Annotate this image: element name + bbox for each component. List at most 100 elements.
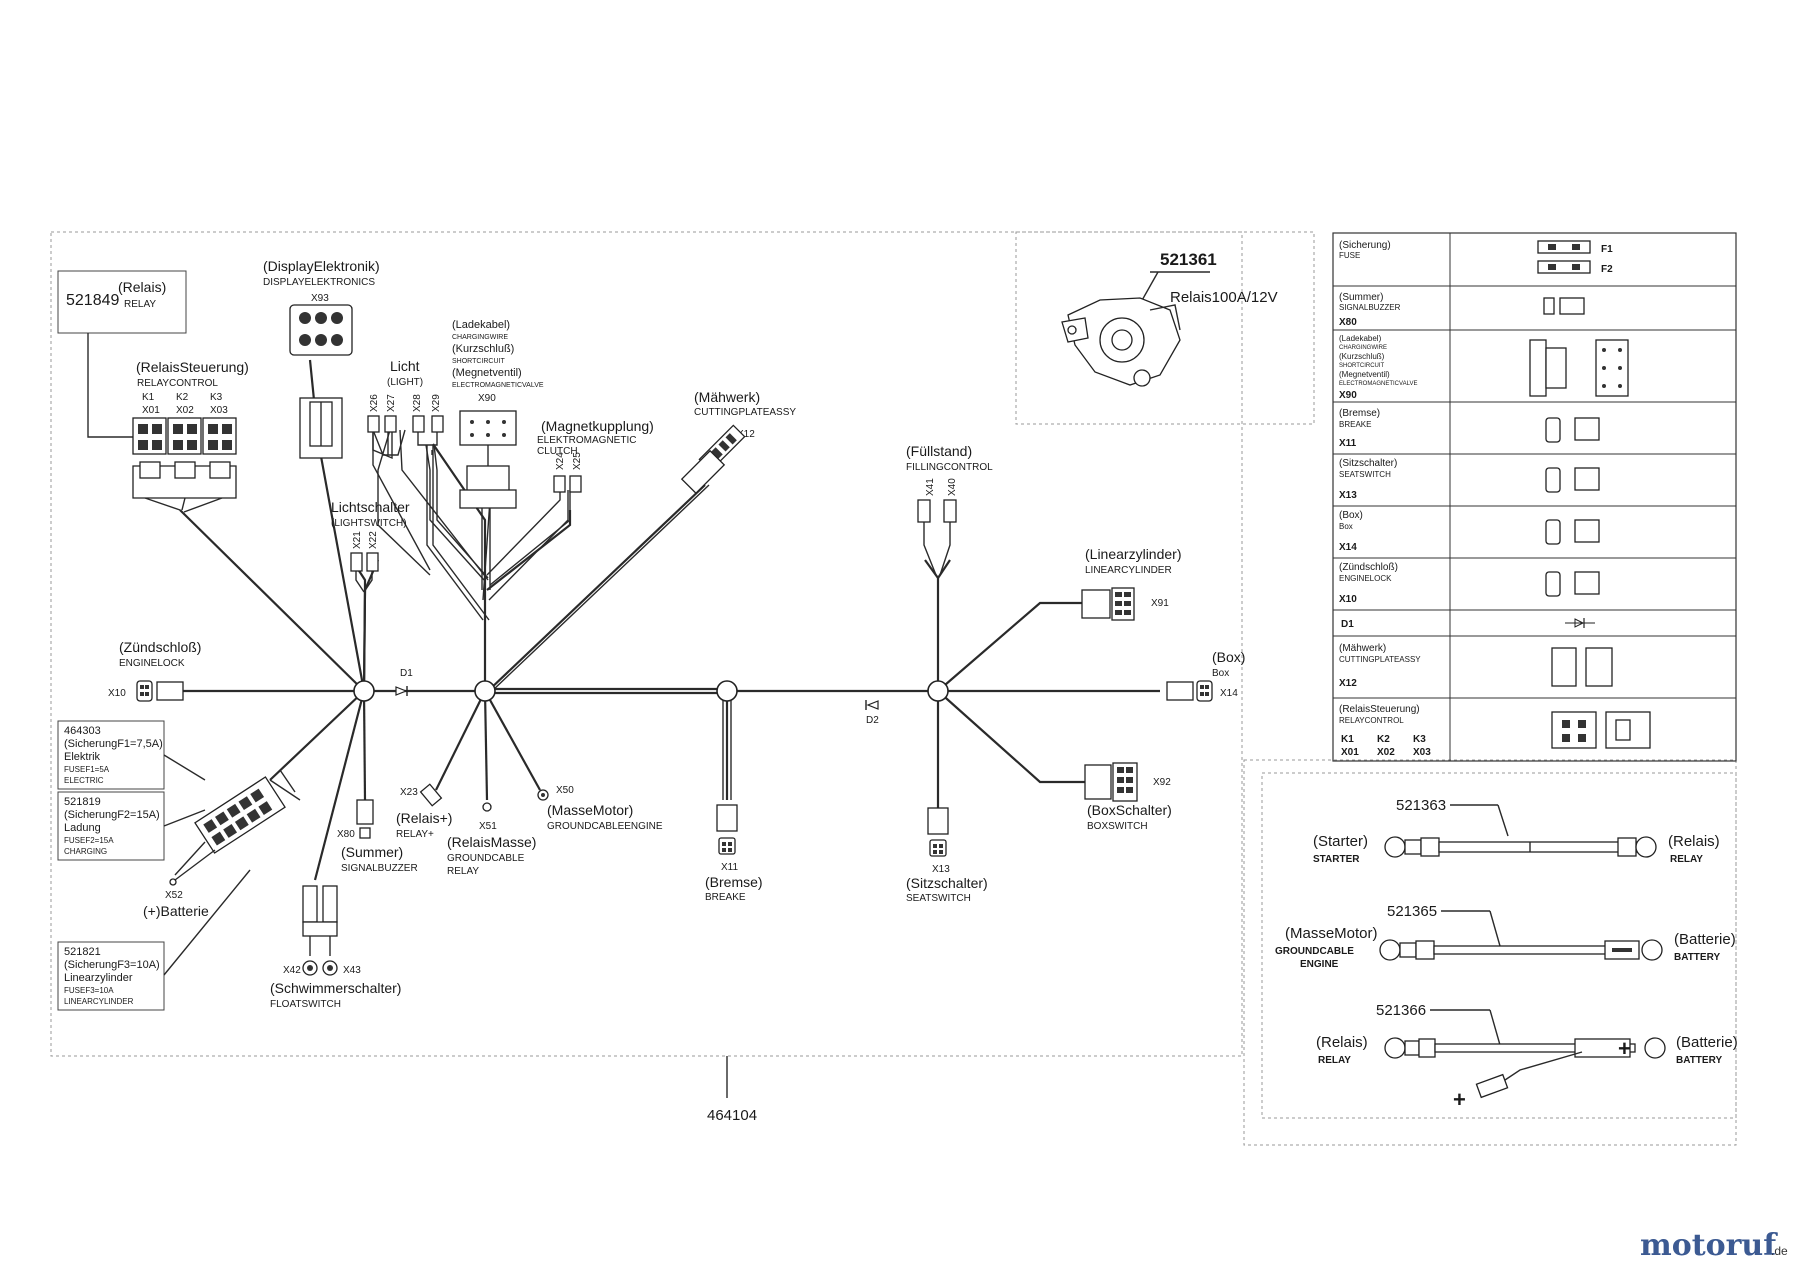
summer-connector: X80 (Summer) SIGNALBUZZER xyxy=(337,799,418,874)
fuse-f3-label: 521821 (SicherungF3=10A) Linearzylinder … xyxy=(57,941,165,1011)
connector-table: (Sicherung) FUSE F1 F2 (Summer) SIGNALBU… xyxy=(1332,232,1737,762)
svg-text:RELAY: RELAY xyxy=(1670,854,1703,865)
svg-text:521366: 521366 xyxy=(1376,1002,1426,1019)
svg-text:(Relais): (Relais) xyxy=(1668,833,1720,850)
charging-de1: (Ladekabel) xyxy=(452,319,510,331)
svg-text:.de: .de xyxy=(1771,1244,1788,1258)
diode-d2-label: D2 xyxy=(866,715,879,726)
svg-text:(Zündschloß): (Zündschloß) xyxy=(1339,562,1398,573)
svg-text:(Batterie): (Batterie) xyxy=(1674,931,1736,948)
svg-text:BREAKE: BREAKE xyxy=(705,892,746,903)
svg-text:CUTTINGPLATEASSY: CUTTINGPLATEASSY xyxy=(1339,655,1421,664)
svg-text:X42: X42 xyxy=(283,965,301,976)
svg-text:FUSEF2=15A: FUSEF2=15A xyxy=(64,836,114,845)
svg-text:SEATSWITCH: SEATSWITCH xyxy=(1339,470,1391,479)
svg-text:(Sitzschalter): (Sitzschalter) xyxy=(1339,458,1397,469)
x21-label: X21 xyxy=(352,531,363,549)
svg-text:SIGNALBUZZER: SIGNALBUZZER xyxy=(341,863,418,874)
x27-label: X27 xyxy=(386,394,397,412)
svg-text:FUSEF3=10A: FUSEF3=10A xyxy=(64,986,114,995)
display-de: (DisplayElektronik) xyxy=(263,258,380,274)
cutting-de: (Mähwerk) xyxy=(694,389,760,405)
svg-text:(Sicherung): (Sicherung) xyxy=(1339,240,1391,251)
clutch-connectors: (Magnetkupplung) ELEKTROMAGNETIC CLUTCH … xyxy=(537,418,654,493)
junction-node xyxy=(474,680,496,702)
svg-text:LINEARCYLINDER: LINEARCYLINDER xyxy=(64,997,134,1006)
charging-en1: CHARGINGWIRE xyxy=(452,334,508,341)
mass-motor-connector: X50 (MasseMotor) GROUNDCABLEENGINE xyxy=(537,785,663,832)
svg-text:ELECTRIC: ELECTRIC xyxy=(64,776,104,785)
svg-text:X13: X13 xyxy=(1339,490,1357,501)
main-harness-frame xyxy=(50,231,1243,1057)
svg-text:X90: X90 xyxy=(1339,390,1357,401)
svg-text:464303: 464303 xyxy=(64,725,101,737)
box-id: X14 xyxy=(1220,688,1238,699)
svg-text:(Box): (Box) xyxy=(1339,510,1363,521)
svg-text:521819: 521819 xyxy=(64,796,101,808)
k1-label: K1 xyxy=(142,392,155,403)
x03-label: X03 xyxy=(210,405,228,416)
svg-text:X51: X51 xyxy=(479,821,497,832)
cable-521366: 521366 (Relais) RELAY (Batterie) BATTERY… xyxy=(1316,1002,1738,1112)
svg-text:X80: X80 xyxy=(1339,317,1357,328)
svg-text:SIGNALBUZZER: SIGNALBUZZER xyxy=(1339,303,1401,312)
motoruf-logo: motoruf .de xyxy=(1640,1228,1788,1263)
svg-text:SHORTCIRCUIT: SHORTCIRCUIT xyxy=(1339,363,1385,369)
svg-text:X02: X02 xyxy=(1377,747,1395,758)
box-de: (Box) xyxy=(1212,649,1245,665)
k2-label: K2 xyxy=(176,392,189,403)
relay-label-en: RELAY xyxy=(124,299,156,310)
cable-detail-frame xyxy=(1243,759,1737,1146)
k3-label: K3 xyxy=(210,392,223,403)
cable-521365: 521365 (MasseMotor) GROUNDCABLE ENGINE (… xyxy=(1275,903,1736,970)
relay-part-label: Relais100A/12V xyxy=(1170,289,1278,306)
assembly-number: 464104 xyxy=(707,1107,757,1124)
svg-text:(Starter): (Starter) xyxy=(1313,833,1368,850)
linear-en: LINEARCYLINDER xyxy=(1085,565,1172,576)
svg-text:RELAYCONTROL: RELAYCONTROL xyxy=(1339,716,1404,725)
svg-text:(Schwimmerschalter): (Schwimmerschalter) xyxy=(270,980,401,996)
svg-text:FUSE: FUSE xyxy=(1339,251,1360,260)
diode-d1-label: D1 xyxy=(400,668,413,679)
box-connector: (Box) Box X14 xyxy=(1166,649,1245,702)
x41-label: X41 xyxy=(925,478,936,496)
svg-text:X03: X03 xyxy=(1413,747,1431,758)
enginelock-en: ENGINELOCK xyxy=(119,658,185,669)
svg-text:X43: X43 xyxy=(343,965,361,976)
svg-text:ELECTROMAGNETICVALVE: ELECTROMAGNETICVALVE xyxy=(1339,381,1417,387)
box-en: Box xyxy=(1212,668,1229,679)
linear-id: X91 xyxy=(1151,598,1169,609)
svg-text:K2: K2 xyxy=(1377,734,1390,745)
svg-text:+: + xyxy=(1453,1087,1466,1112)
charging-connector: (Ladekabel) CHARGINGWIRE (Kurzschluß) SH… xyxy=(452,319,544,590)
x01-label: X01 xyxy=(142,405,160,416)
svg-text:521363: 521363 xyxy=(1396,797,1446,814)
x28-label: X28 xyxy=(412,394,423,412)
x24-label: X24 xyxy=(555,452,566,470)
svg-text:(Batterie): (Batterie) xyxy=(1676,1034,1738,1051)
relay-plus-connector: X23 (Relais+) RELAY+ xyxy=(396,783,452,840)
linear-connector: (Linearzylinder) LINEARCYLINDER X91 xyxy=(1081,546,1181,621)
svg-text:(MasseMotor): (MasseMotor) xyxy=(1285,925,1378,942)
relay-control-de: (RelaisSteuerung) xyxy=(136,359,249,375)
svg-text:(Summer): (Summer) xyxy=(1339,292,1383,303)
svg-text:K1: K1 xyxy=(1341,734,1354,745)
svg-text:(Bremse): (Bremse) xyxy=(1339,408,1380,419)
svg-text:X11: X11 xyxy=(1339,438,1357,449)
clutch-en1: ELEKTROMAGNETIC xyxy=(537,435,636,446)
relay-label-de: (Relais) xyxy=(118,279,166,295)
relay-number: 521849 xyxy=(66,292,119,309)
svg-text:RELAY+: RELAY+ xyxy=(396,829,434,840)
junction-node xyxy=(353,680,375,702)
svg-text:BOXSWITCH: BOXSWITCH xyxy=(1087,821,1148,832)
svg-text:Linearzylinder: Linearzylinder xyxy=(64,972,133,984)
x22-label: X22 xyxy=(368,531,379,549)
brake-connector: X11 (Bremse) BREAKE xyxy=(705,804,763,903)
fuse-holder xyxy=(194,776,286,854)
relay-label-box xyxy=(57,270,187,334)
clutch-en2: CLUTCH xyxy=(537,446,578,457)
junction-node xyxy=(927,680,949,702)
charging-en2: SHORTCIRCUIT xyxy=(452,358,505,365)
svg-text:521821: 521821 xyxy=(64,946,101,958)
light-de: Licht xyxy=(390,358,420,374)
